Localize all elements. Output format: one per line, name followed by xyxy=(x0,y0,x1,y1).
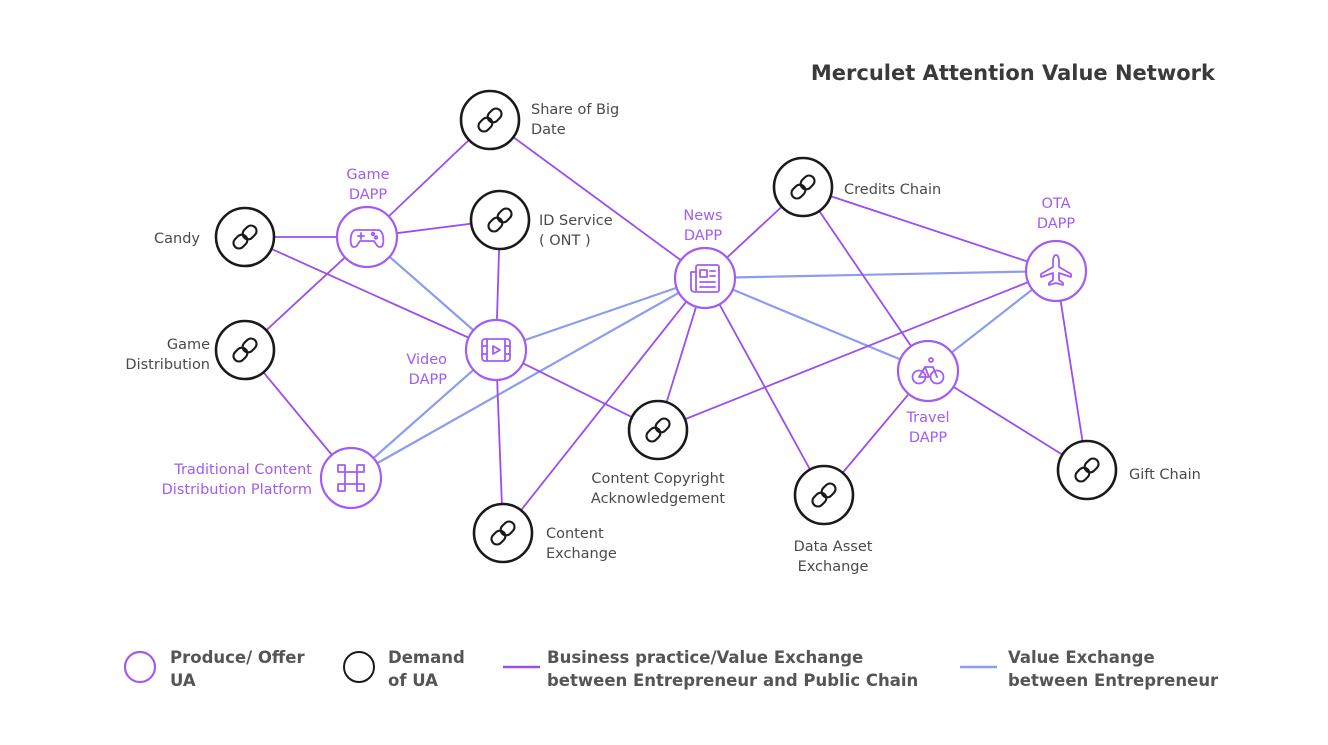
node-ota-dapp: OTA DAPP xyxy=(1024,196,1088,303)
node-id-service-label-1: ID Service xyxy=(539,213,613,229)
legend-demand: Demand of UA xyxy=(343,648,465,690)
node-travel-dapp-circle xyxy=(896,339,960,403)
node-id-service-label-2: ( ONT ) xyxy=(539,233,591,249)
value-exchange-edge-news-dapp-to-travel-dapp xyxy=(704,276,929,373)
node-news-dapp-label-1: News xyxy=(683,208,722,224)
chain-link-icon xyxy=(645,417,671,443)
value-exchange-edge-traditional-to-news-dapp xyxy=(350,277,706,479)
business-edge-travel-dapp-to-gift-chain xyxy=(927,370,1088,471)
node-video-dapp-label-1: Video xyxy=(406,352,447,368)
node-video-dapp-label-2: DAPP xyxy=(409,372,448,388)
node-travel-dapp-label-1: Travel xyxy=(905,410,949,426)
node-credits-chain-label-1: Credits Chain xyxy=(844,182,941,198)
business-edge-news-dapp-to-content-exchange xyxy=(502,277,706,534)
chain-link-icon xyxy=(232,337,258,363)
chain-link-icon xyxy=(477,107,503,133)
node-traditional-circle xyxy=(319,446,383,510)
node-content-copyright-label-1: Content Copyright xyxy=(591,471,724,487)
chain-link-icon xyxy=(1074,457,1100,483)
node-ota-dapp-label-1: OTA xyxy=(1041,196,1070,212)
value-exchange-edge-news-dapp-to-ota-dapp xyxy=(704,269,1057,280)
node-ota-dapp-circle xyxy=(1024,239,1088,303)
business-edge-share-big-date-to-news-dapp xyxy=(489,119,706,279)
node-video-dapp-circle xyxy=(464,318,528,382)
value-exchange-edge-video-dapp-to-news-dapp xyxy=(495,276,706,352)
legend: Produce/ Offer UA Demand of UA Business … xyxy=(123,648,1219,690)
legend-demand-label-2: of UA xyxy=(388,671,438,690)
node-share-big-date-label-2: Date xyxy=(531,122,566,138)
legend-business-label-1: Business practice/Value Exchange xyxy=(547,648,863,667)
diagram-title: Merculet Attention Value Network xyxy=(811,61,1216,85)
airplane-icon xyxy=(1040,254,1072,286)
node-traditional-label-2: Distribution Platform xyxy=(162,482,312,498)
node-travel-dapp-label-2: DAPP xyxy=(909,430,948,446)
node-game-dapp-label-1: Game xyxy=(346,167,389,183)
node-gift-chain-label-1: Gift Chain xyxy=(1129,467,1201,483)
chain-link-icon xyxy=(790,174,816,200)
legend-produce-swatch xyxy=(123,650,157,684)
node-ota-dapp-label-2: DAPP xyxy=(1037,216,1076,232)
legend-business-line: Business practice/Value Exchange between… xyxy=(503,648,918,690)
legend-business-label-2: between Entrepreneur and Public Chain xyxy=(547,671,918,690)
node-traditional-label-1: Traditional Content xyxy=(173,462,312,478)
node-data-asset-label-1: Data Asset xyxy=(794,539,873,555)
node-share-big-date-label-1: Share of Big xyxy=(531,102,619,118)
node-content-exchange-label-1: Content xyxy=(546,526,604,542)
node-content-copyright-label-2: Acknowledgement xyxy=(591,491,725,507)
legend-produce-label-1: Produce/ Offer xyxy=(170,648,305,667)
video-icon xyxy=(481,338,511,362)
legend-value-label-2: between Entrepreneur xyxy=(1008,671,1219,690)
node-game-distribution-label-2: Distribution xyxy=(125,357,210,373)
chain-link-icon xyxy=(487,207,513,233)
node-data-asset-label-2: Exchange xyxy=(798,559,869,575)
node-game-dapp-circle xyxy=(335,205,399,269)
legend-produce-label-2: UA xyxy=(170,671,196,690)
legend-produce: Produce/ Offer UA xyxy=(123,648,305,690)
business-edge-ota-dapp-to-gift-chain xyxy=(1055,270,1088,471)
legend-demand-label-1: Demand xyxy=(388,648,465,667)
business-edge-credits-chain-to-ota-dapp xyxy=(802,186,1057,272)
value-exchange-edge-video-dapp-to-traditional xyxy=(350,349,497,479)
chain-link-icon xyxy=(232,224,258,250)
chain-link-icon xyxy=(811,482,837,508)
node-game-dapp-label-2: DAPP xyxy=(349,187,388,203)
business-edge-content-copyright-to-ota-dapp xyxy=(657,270,1057,431)
gamepad-icon xyxy=(349,229,385,248)
node-gift-chain: Gift Chain xyxy=(1056,439,1201,501)
node-candy: Candy xyxy=(154,206,276,268)
node-game-distribution-label-1: Game xyxy=(167,337,210,353)
node-credits-chain: Credits Chain xyxy=(772,156,941,218)
bicycle-icon xyxy=(911,357,945,385)
node-news-dapp-label-2: DAPP xyxy=(684,228,723,244)
legend-demand-swatch xyxy=(343,651,375,683)
node-news-dapp-circle xyxy=(673,246,737,310)
legend-value-label-1: Value Exchange xyxy=(1008,648,1155,667)
node-id-service: ID Service ( ONT ) xyxy=(469,189,613,251)
node-candy-label-1: Candy xyxy=(154,231,200,247)
node-content-exchange-label-2: Exchange xyxy=(546,546,617,562)
legend-value-line: Value Exchange between Entrepreneur xyxy=(960,648,1219,690)
business-edge-credits-chain-to-travel-dapp xyxy=(802,186,929,372)
grid-command-icon xyxy=(337,464,365,492)
chain-link-icon xyxy=(490,520,516,546)
newspaper-icon xyxy=(690,264,720,293)
business-edge-candy-to-video-dapp xyxy=(244,236,497,351)
